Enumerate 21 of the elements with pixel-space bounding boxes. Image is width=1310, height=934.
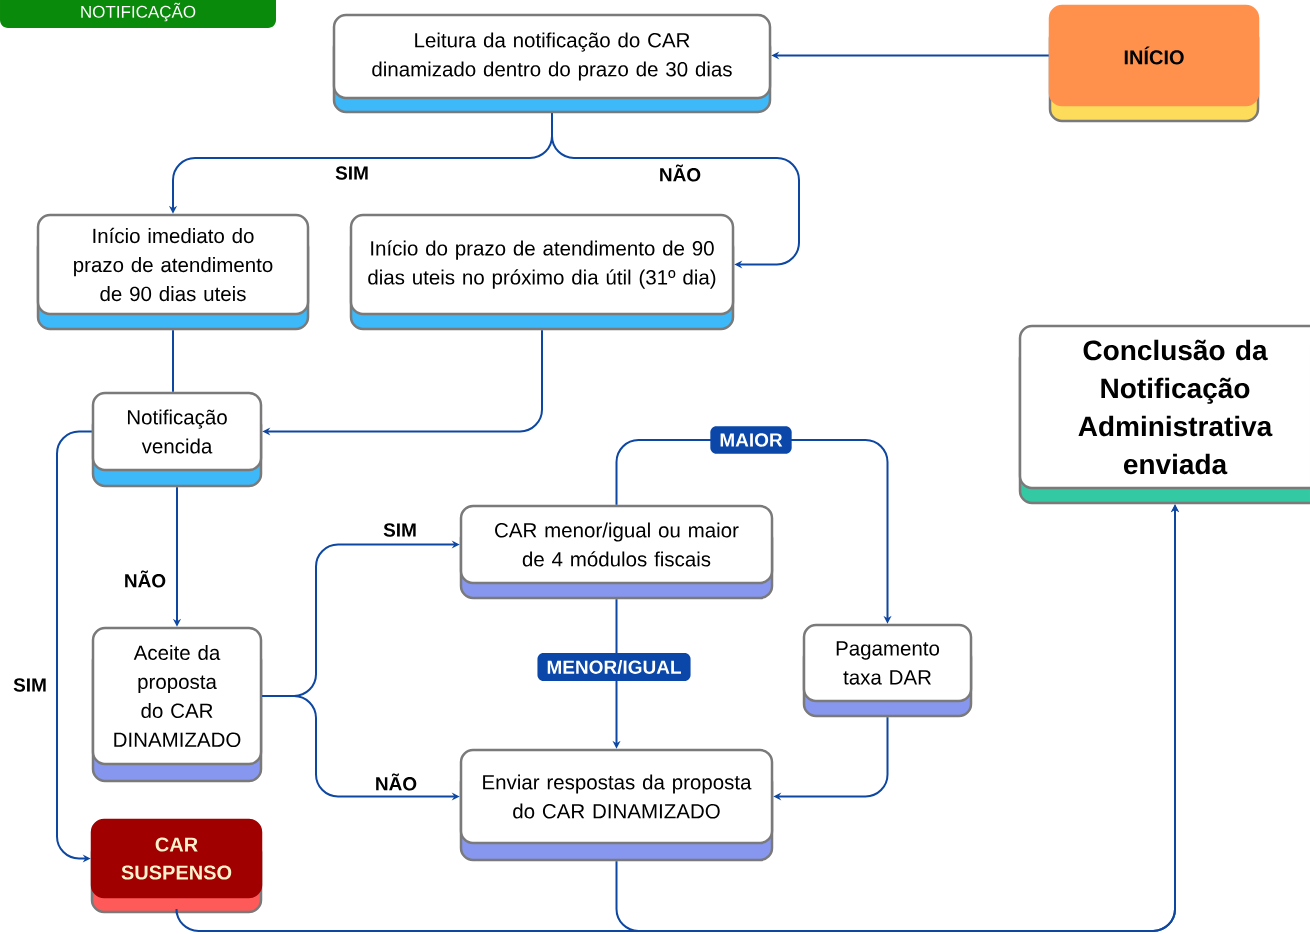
process-box: Início do prazo de atendimento de 90 dias uteis no próximo dia útil (31º dia) (349, 213, 735, 331)
edge-label: NÃO (121, 568, 169, 590)
process-box: Início imediato do prazo de atendimento de 90 dias uteis (36, 213, 310, 331)
edge-label: MENOR/IGUAL (537, 652, 691, 682)
process-box: Notificação vencida (91, 391, 263, 488)
edge-label: SIM (333, 164, 371, 182)
process-box: Aceite da proposta do CAR DINAMIZADO (91, 626, 263, 783)
process-box: Enviar respostas da proposta do CAR DINAMIZADO (459, 748, 774, 862)
arrow (551, 112, 800, 269)
terminal-box: INÍCIO (1048, 4, 1260, 123)
edge-label: SIM (11, 676, 49, 694)
result-box: Conclusão da Notificação Administrativa enviada (1018, 324, 1310, 505)
process-box: CAR menor/igual ou maior de 4 módulos fiscais (459, 504, 774, 600)
process-box: Leitura da notificação do CAR dinamizado dentro do prazo de 30 dias (332, 13, 772, 114)
terminal-box: CAR SUSPENSO (90, 818, 263, 914)
edge-label: NÃO (656, 162, 704, 184)
title-banner: NOTIFICAÇÃO (0, 0, 276, 28)
edge-label: SIM (381, 521, 419, 539)
edge-label: MAIOR (710, 426, 792, 454)
process-box: Pagamento taxa DAR (802, 623, 973, 718)
edge-label: NÃO (372, 771, 420, 793)
